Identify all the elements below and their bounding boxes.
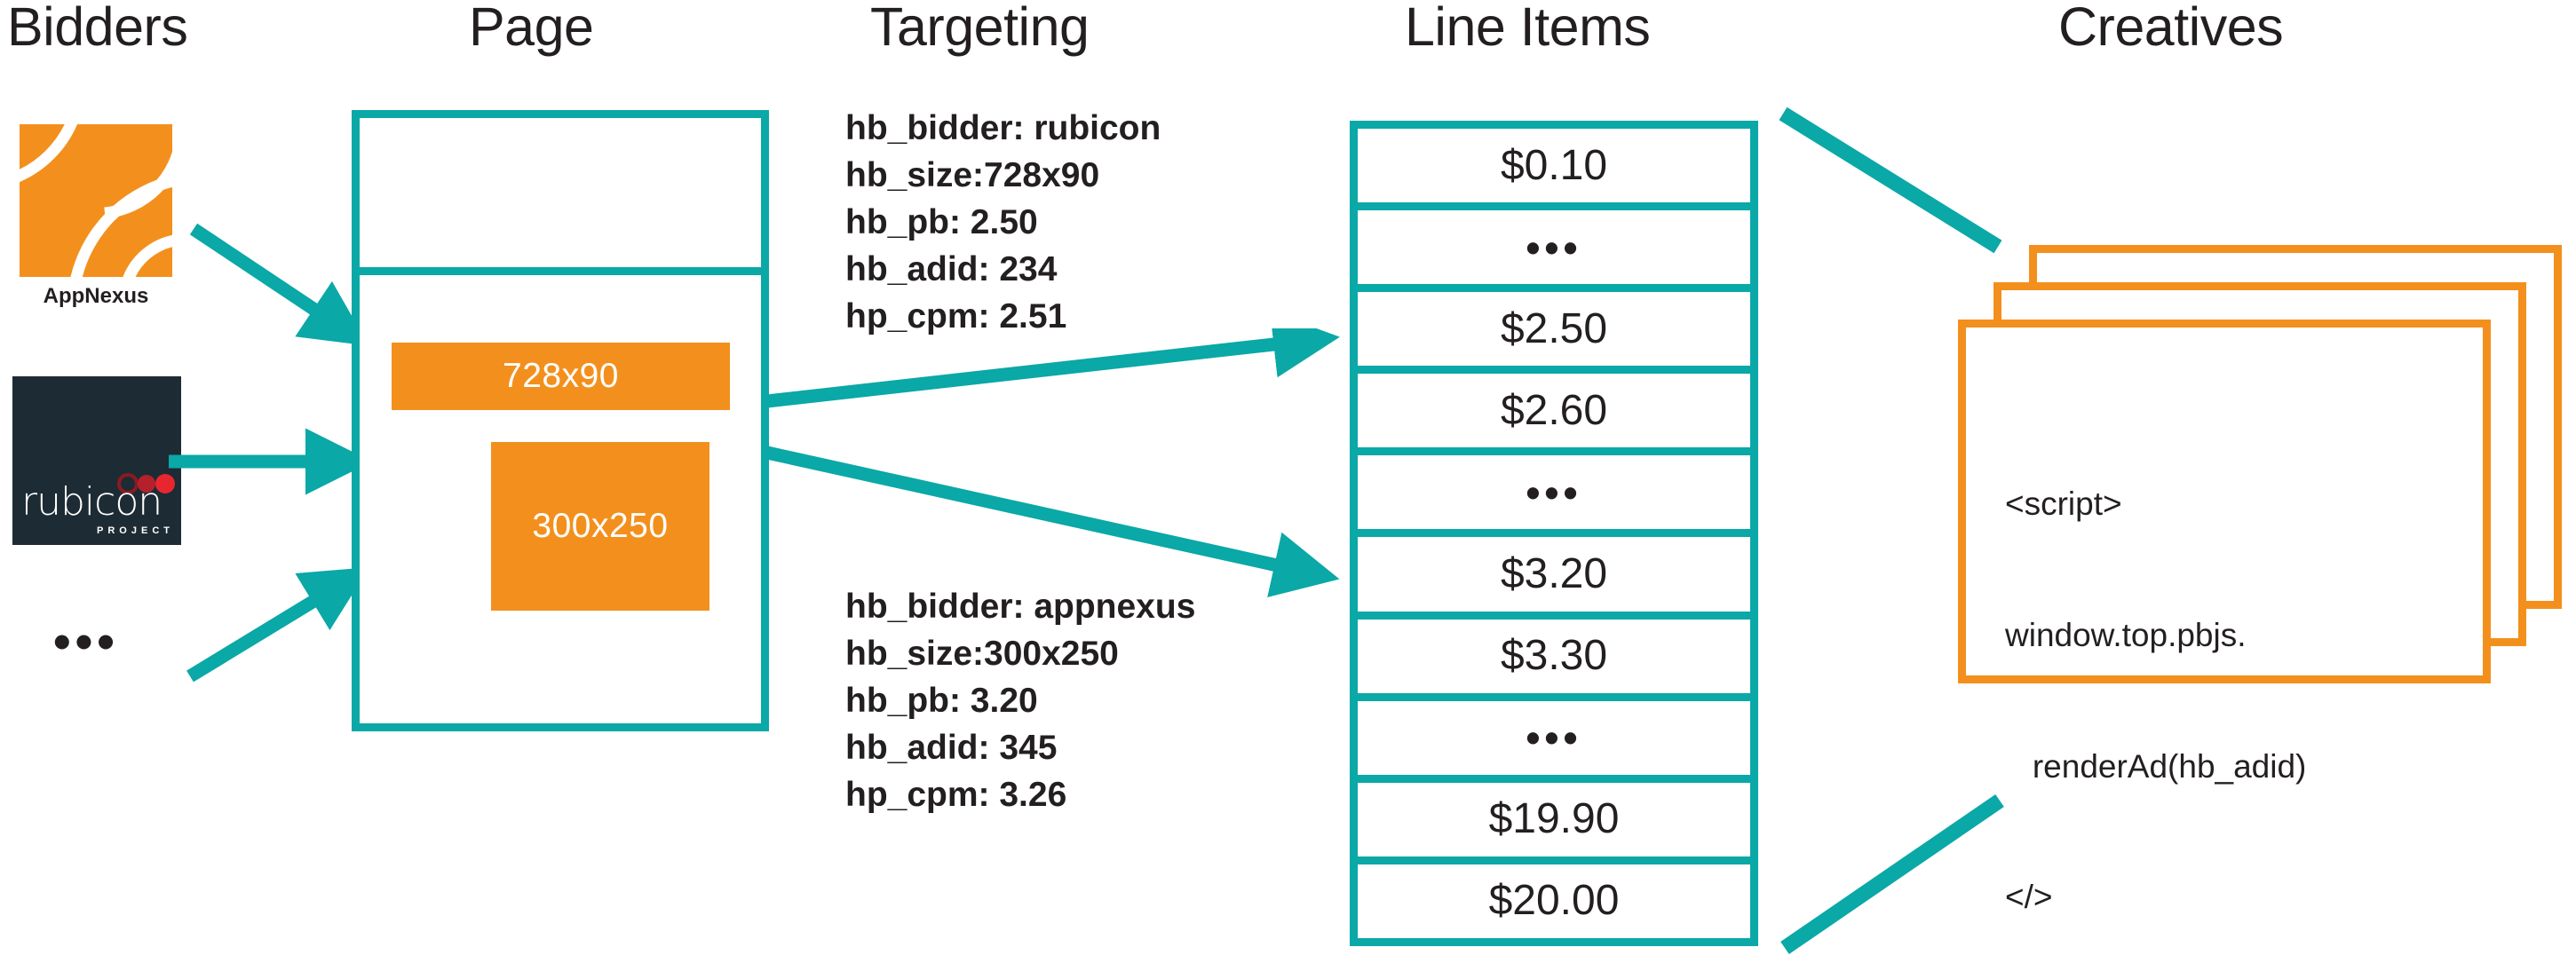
creative-code-line: <script>: [2005, 485, 2122, 523]
line-item-value: •••: [1526, 714, 1582, 762]
line-item-value: $19.90: [1488, 795, 1620, 843]
targeting-line: hb_pb: 3.20: [845, 682, 1038, 721]
line-item-row: •••: [1358, 700, 1750, 775]
line-item-value: $2.50: [1500, 304, 1608, 352]
line-item-value: $2.60: [1500, 386, 1608, 434]
line-item-row[interactable]: $2.50: [1358, 292, 1750, 367]
bidders-more-ellipsis: •••: [53, 613, 119, 669]
targeting-line: hb_size:728x90: [845, 156, 1100, 195]
line-item-row: •••: [1358, 210, 1750, 285]
column-heading-bidders: Bidders: [7, 0, 188, 57]
line-item-value: $3.30: [1500, 632, 1608, 680]
targeting-line: hp_cpm: 2.51: [845, 297, 1067, 336]
page-to-line-items-arrows: [765, 328, 1340, 597]
rubicon-project-logo: rubicon PROJECT: [12, 376, 181, 545]
line-item-row: •••: [1358, 455, 1750, 530]
page-container: 728x90 300x250: [352, 110, 769, 731]
creative-code-line: window.top.pbjs.: [2005, 617, 2247, 654]
column-heading-targeting: Targeting: [870, 0, 1090, 57]
column-heading-creatives: Creatives: [2058, 0, 2284, 57]
line-item-row[interactable]: $20.00: [1358, 864, 1750, 938]
appnexus-logo: [20, 124, 172, 277]
ad-slot-mpu[interactable]: 300x250: [491, 442, 709, 611]
line-item-row[interactable]: $0.10: [1358, 129, 1750, 203]
creative-code-line: </>: [2005, 879, 2053, 916]
rubicon-subtitle: PROJECT: [97, 525, 174, 536]
targeting-line: hb_pb: 2.50: [845, 203, 1038, 242]
targeting-line: hp_cpm: 3.26: [845, 776, 1067, 815]
line-item-value: •••: [1526, 224, 1582, 271]
line-item-value: •••: [1526, 469, 1582, 516]
creative-code-line: renderAd(hb_adid): [2005, 747, 2307, 785]
targeting-line: hb_size:300x250: [845, 635, 1119, 674]
line-item-row[interactable]: $3.20: [1358, 537, 1750, 612]
rubicon-dots-icon: [117, 473, 175, 494]
targeting-line: hb_bidder: rubicon: [845, 109, 1161, 147]
page-header-area: [360, 118, 761, 267]
line-item-value: $20.00: [1488, 877, 1620, 925]
ad-slot-leaderboard[interactable]: 728x90: [392, 343, 730, 410]
line-items-table: $0.10 ••• $2.50 $2.60 ••• $3.20 $3.30 ••…: [1350, 121, 1758, 946]
page-divider: [360, 267, 761, 275]
line-items-to-creatives-connector-bottom: [1780, 793, 2004, 955]
line-item-row[interactable]: $19.90: [1358, 782, 1750, 856]
targeting-line: hb_adid: 234: [845, 250, 1058, 289]
targeting-line: hb_adid: 345: [845, 729, 1058, 768]
ad-slot-mpu-label: 300x250: [532, 507, 669, 545]
line-items-to-creatives-connector-top: [1779, 107, 2002, 254]
rubicon-wordmark: rubicon: [21, 479, 162, 525]
line-item-row[interactable]: $3.30: [1358, 619, 1750, 693]
creative-card-front[interactable]: <script> window.top.pbjs. renderAd(hb_ad…: [1958, 320, 2491, 915]
page-body-area: 728x90 300x250: [360, 275, 761, 723]
bidders-to-page-arrows: [169, 223, 373, 683]
line-item-row[interactable]: $2.60: [1358, 374, 1750, 448]
line-item-value: $3.20: [1500, 550, 1608, 598]
targeting-block-appnexus: hb_bidder: appnexus hb_size:300x250 hb_p…: [845, 583, 1195, 818]
column-heading-page: Page: [469, 0, 594, 57]
line-item-value: $0.10: [1500, 141, 1608, 189]
targeting-line: hb_bidder: appnexus: [845, 588, 1196, 626]
appnexus-caption: AppNexus: [43, 284, 149, 308]
creative-code-block: <script> window.top.pbjs. renderAd(hb_ad…: [2005, 395, 2483, 963]
column-heading-line-items: Line Items: [1405, 0, 1651, 57]
ad-slot-leaderboard-label: 728x90: [503, 357, 619, 395]
targeting-block-rubicon: hb_bidder: rubicon hb_size:728x90 hb_pb:…: [845, 105, 1161, 340]
